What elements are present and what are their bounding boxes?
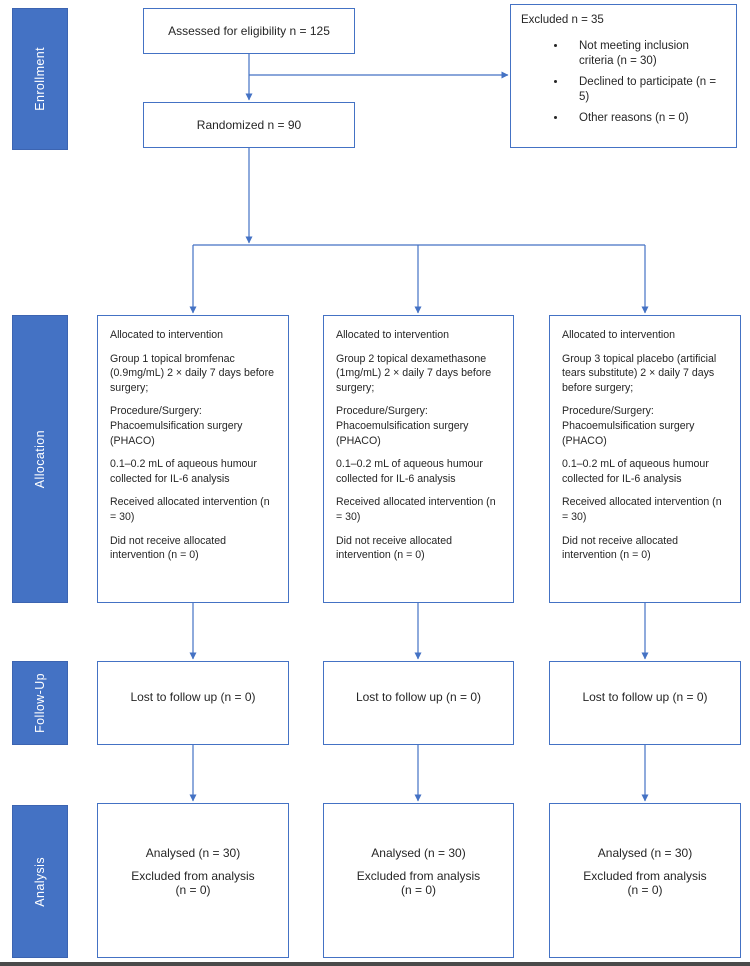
allocation-paragraph: Procedure/Surgery: Phacoemulsification s… (110, 405, 243, 447)
analysis-line: (n = 0) (400, 883, 436, 897)
allocation-paragraph: Allocated to intervention (562, 329, 676, 341)
allocation-paragraph: Received allocated intervention (n = 30) (562, 496, 722, 524)
excluded-box: Excluded n = 35 Not meeting inclusion cr… (510, 4, 737, 148)
allocation-paragraph: Group 3 topical placebo (artificial tear… (562, 352, 717, 394)
followup-text: Lost to follow up (n = 0) (582, 690, 708, 704)
analysis-box-group1: Analysed (n = 30) Excluded from analysis… (97, 803, 289, 958)
stage-label-allocation: Allocation (12, 315, 68, 603)
allocation-paragraph: Allocated to intervention (110, 329, 224, 341)
analysis-line: Analysed (n = 30) (371, 846, 466, 860)
assessed-text: Assessed for eligibility n = 125 (168, 24, 330, 38)
stage-label-analysis: Analysis (12, 805, 68, 958)
allocation-paragraph: Allocated to intervention (336, 329, 450, 341)
analysis-box-group3: Analysed (n = 30) Excluded from analysis… (549, 803, 741, 958)
allocation-box-group2: Allocated to intervention Group 2 topica… (323, 315, 514, 603)
excluded-title: Excluded n = 35 (521, 14, 604, 26)
analysis-line: (n = 0) (627, 883, 663, 897)
stage-label-allocation-text: Allocation (33, 429, 47, 489)
allocation-paragraph: Procedure/Surgery: Phacoemulsification s… (336, 405, 469, 447)
allocation-paragraph: Group 1 topical bromfenac (0.9mg/mL) 2 ×… (110, 352, 274, 394)
allocation-paragraph: Group 2 topical dexamethasone (1mg/mL) 2… (336, 352, 492, 394)
allocation-paragraph: Did not receive allocated intervention (… (562, 534, 679, 562)
analysis-line: Analysed (n = 30) (145, 846, 241, 860)
allocation-box-group3: Allocated to intervention Group 3 topica… (549, 315, 741, 603)
randomized-text: Randomized n = 90 (196, 118, 302, 132)
stage-label-enrollment-text: Enrollment (33, 47, 47, 111)
followup-text: Lost to follow up (n = 0) (355, 690, 482, 704)
stage-label-analysis-text: Analysis (33, 856, 47, 907)
randomized-box: Randomized n = 90 (143, 102, 355, 148)
excluded-reason-list: Not meeting inclusion criteria (n = 30) … (521, 39, 726, 127)
analysis-line: (n = 0) (175, 883, 211, 897)
allocation-paragraph: Received allocated intervention (n = 30) (110, 496, 270, 524)
excluded-reason-item: Declined to participate (n = 5) (567, 75, 726, 106)
allocation-paragraph: Procedure/Surgery: Phacoemulsification s… (562, 405, 695, 447)
page-edge-bar (0, 962, 750, 966)
analysis-line: Excluded from analysis (583, 869, 707, 883)
allocation-paragraph: 0.1–0.2 mL of aqueous humour collected f… (110, 458, 257, 485)
allocation-paragraph: Received allocated intervention (n = 30) (336, 496, 496, 524)
allocation-paragraph: Did not receive allocated intervention (… (110, 534, 227, 562)
stage-label-followup: Follow-Up (12, 661, 68, 745)
followup-box-group1: Lost to follow up (n = 0) (97, 661, 289, 745)
analysis-line: Excluded from analysis (131, 869, 255, 883)
excluded-reason-item: Other reasons (n = 0) (567, 111, 726, 127)
followup-box-group2: Lost to follow up (n = 0) (323, 661, 514, 745)
assessed-box: Assessed for eligibility n = 125 (143, 8, 355, 54)
excluded-reason-item: Not meeting inclusion criteria (n = 30) (567, 39, 726, 70)
stage-label-enrollment: Enrollment (12, 8, 68, 150)
allocation-paragraph: 0.1–0.2 mL of aqueous humour collected f… (336, 458, 483, 485)
allocation-box-group1: Allocated to intervention Group 1 topica… (97, 315, 289, 603)
analysis-line: Analysed (n = 30) (597, 846, 693, 860)
followup-text: Lost to follow up (n = 0) (130, 690, 256, 704)
followup-box-group3: Lost to follow up (n = 0) (549, 661, 741, 745)
allocation-paragraph: Did not receive allocated intervention (… (336, 534, 453, 562)
analysis-line: Excluded from analysis (356, 869, 481, 883)
stage-label-followup-text: Follow-Up (33, 673, 47, 733)
allocation-paragraph: 0.1–0.2 mL of aqueous humour collected f… (562, 458, 709, 485)
analysis-box-group2: Analysed (n = 30) Excluded from analysis… (323, 803, 514, 958)
